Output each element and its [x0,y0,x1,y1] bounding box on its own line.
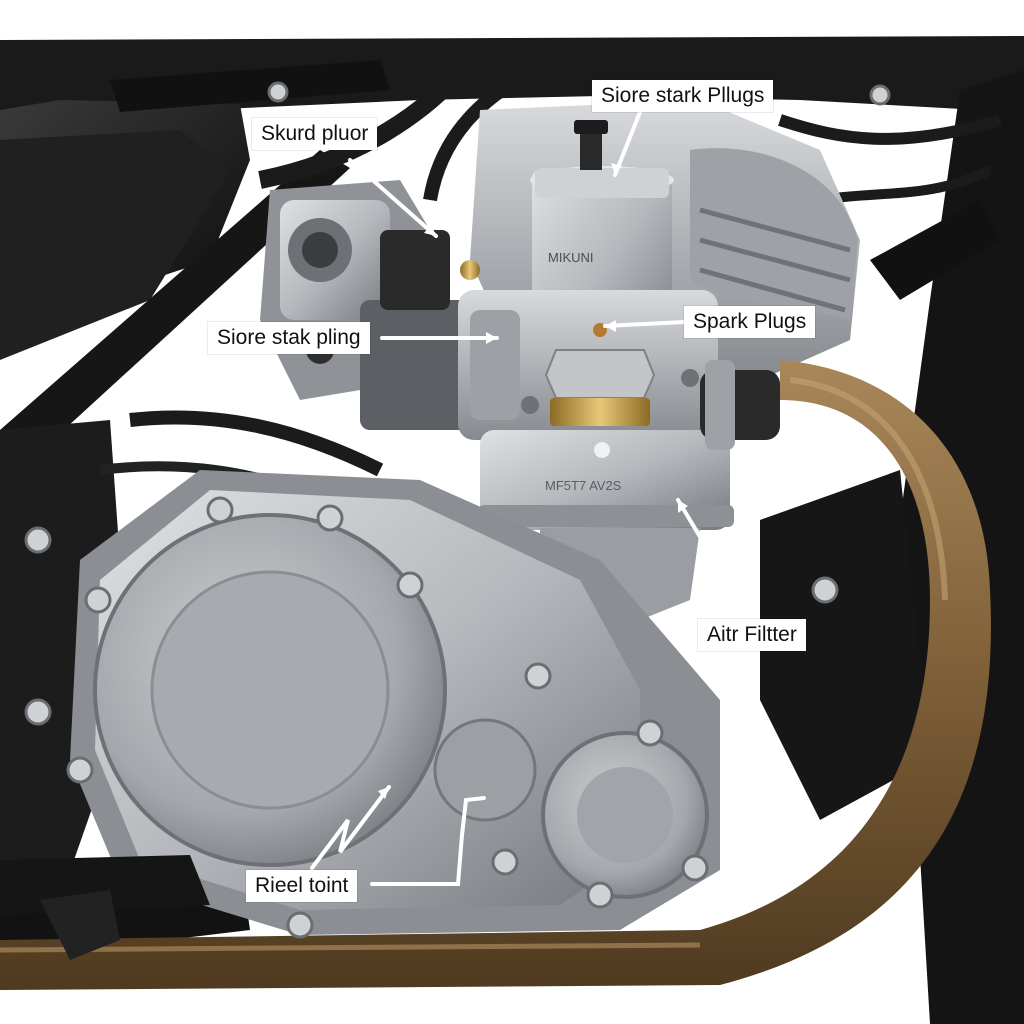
callout-siore-stark-plugs: Siore stark Pllugs [592,80,774,112]
carb-body-marking: MF5T7 AV2S [545,478,622,493]
carb-top-marking: MIKUNI [548,250,594,265]
callout-spark-plugs: Spark Plugs [684,306,816,338]
callout-siore-stak-pling: Siore stak pling [208,322,370,354]
callout-rieel-toint: Rieel toint [246,870,358,902]
callout-aitr-filter: Aitr Filtter [698,619,806,651]
callout-skurd-pluor: Skurd pluor [252,118,378,150]
